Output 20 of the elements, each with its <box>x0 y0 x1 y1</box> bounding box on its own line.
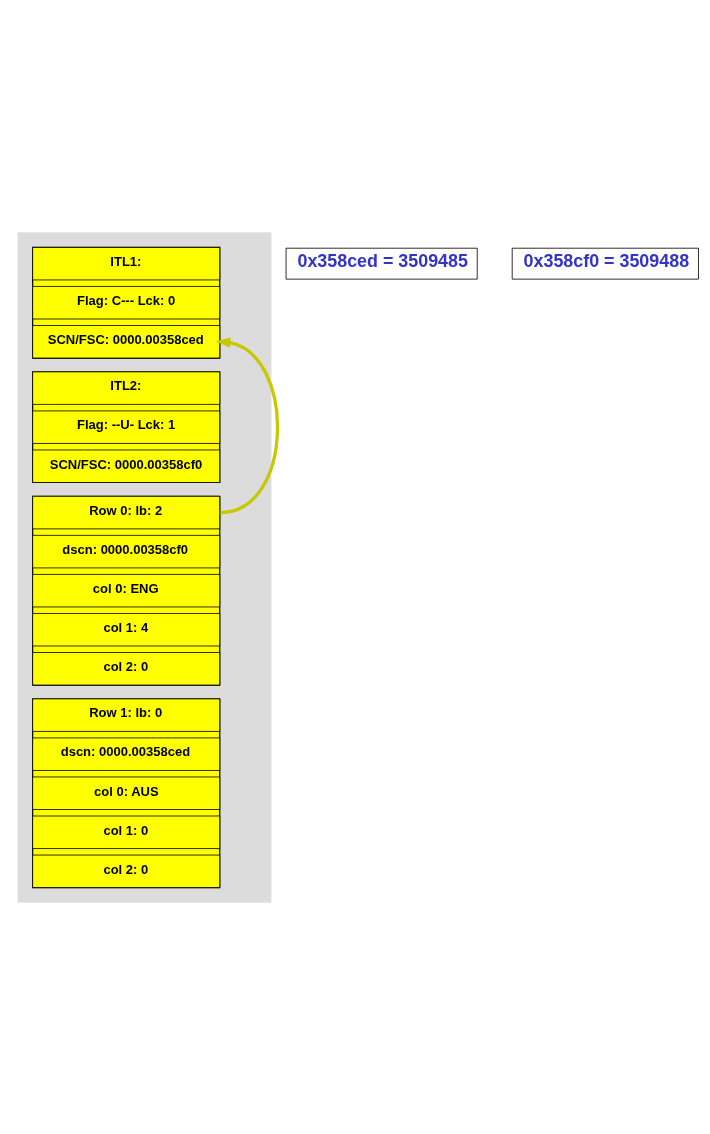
node-box: col 1: 4 <box>32 612 221 646</box>
node-box: 0x358ced = 3509485 <box>285 247 478 280</box>
cluster <box>17 231 272 903</box>
node-box: SCN/FSC: 0000.00358cf0 <box>32 449 221 483</box>
node-box: Flag: --U- Lck: 1 <box>32 410 221 444</box>
node-box: Row 0: lb: 2 <box>32 495 221 529</box>
node-box: col 2: 0 <box>32 854 221 888</box>
node-box: dscn: 0000.00358ced <box>32 737 221 771</box>
node-box: ITL1: <box>32 246 221 280</box>
node-box: col 2: 0 <box>32 651 221 685</box>
node-box: col 0: ENG <box>32 573 221 607</box>
node-box: ITL2: <box>32 370 221 405</box>
node-box: Row 1: lb: 0 <box>32 697 221 732</box>
node-box: dscn: 0000.00358cf0 <box>32 534 221 568</box>
node-box: col 0: AUS <box>32 776 221 810</box>
node-box: 0x358cf0 = 3509488 <box>511 247 699 280</box>
arrow <box>215 336 280 514</box>
node-box: Flag: C--- Lck: 0 <box>32 285 221 319</box>
node-box: SCN/FSC: 0000.00358ced <box>32 324 221 358</box>
node-box: col 1: 0 <box>32 815 221 849</box>
